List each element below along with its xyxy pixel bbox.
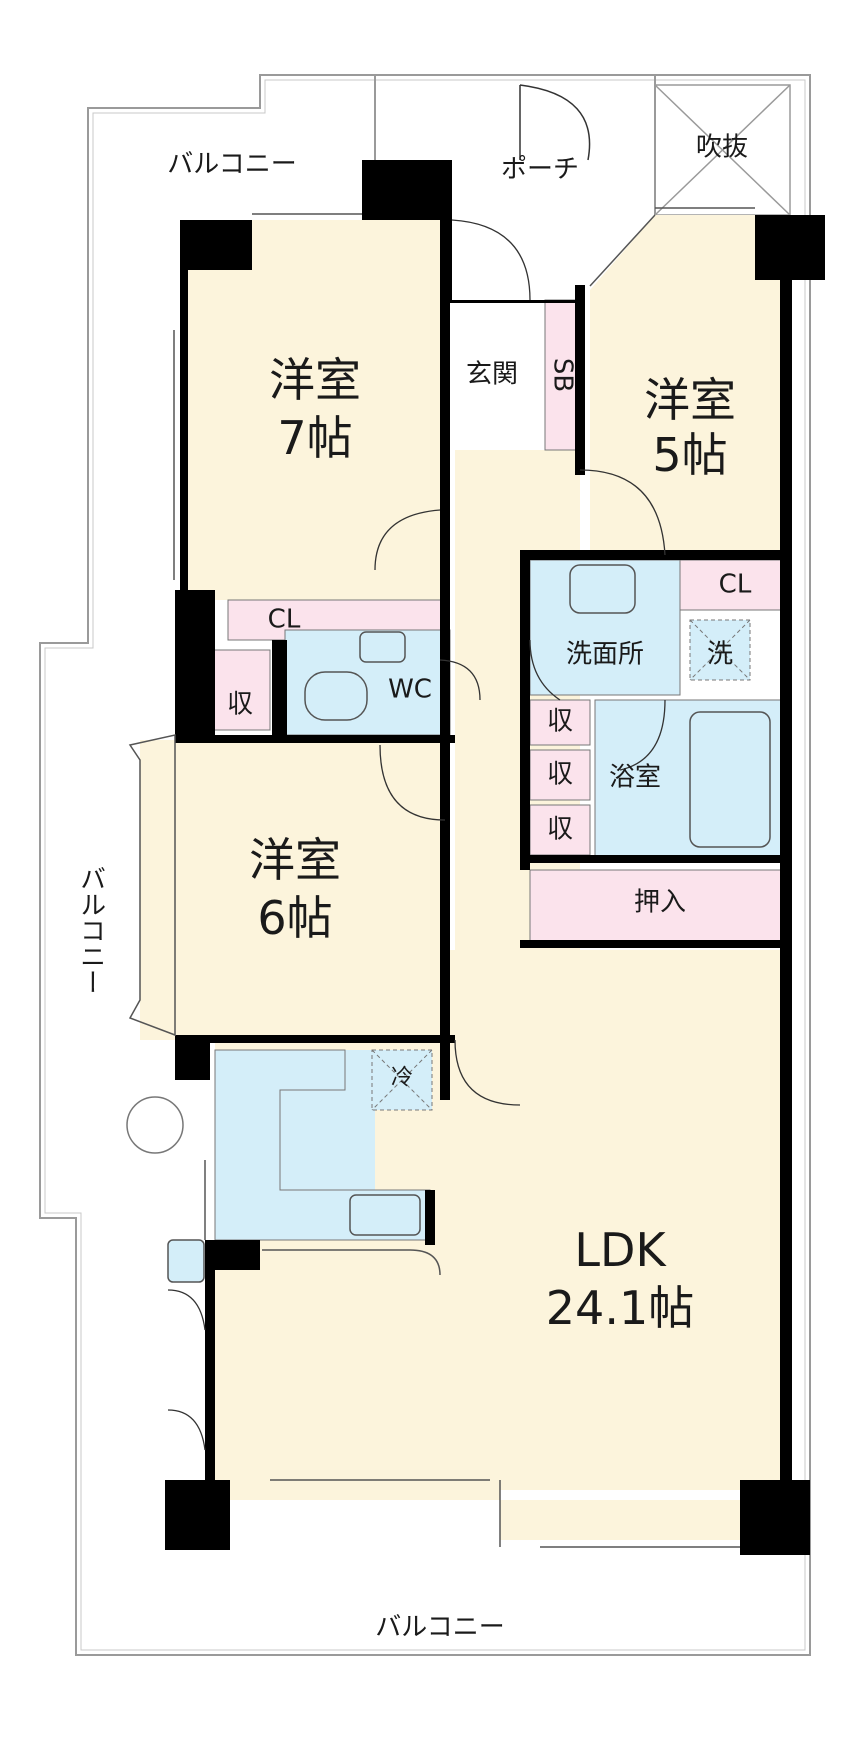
shu-1 (529, 699, 591, 746)
balcony-top-label: バルコニー (167, 149, 297, 180)
balcony-left-label: バルコニー (75, 865, 106, 995)
door-swings (167, 219, 666, 1451)
balcony-bottom-label: バルコニー (375, 1612, 505, 1643)
washer-label: 洗 (706, 639, 734, 670)
room-5jo (590, 215, 790, 560)
shu-left (209, 649, 271, 731)
room-5jo-size: 5帖 (652, 427, 728, 482)
shu-2-label: 収 (546, 759, 574, 790)
sink (349, 1194, 421, 1236)
washbasin (569, 564, 636, 614)
walls (165, 160, 825, 1555)
outdoor-sink (167, 1239, 205, 1283)
cl-right (679, 559, 791, 611)
shu-2 (529, 749, 591, 801)
cl-right-label: CL (718, 569, 752, 600)
ldk-size: 24.1帖 (545, 1280, 695, 1335)
balcony-outline (39, 74, 811, 1656)
genkan-label: 玄関 (465, 359, 519, 390)
oshiire (529, 869, 791, 946)
kitchen-l (214, 1049, 431, 1241)
genkan-floor (455, 300, 545, 450)
room-7jo (180, 220, 448, 600)
porch-label: ポーチ (500, 154, 580, 185)
windows (128, 207, 755, 1548)
toilet (304, 671, 368, 721)
fukinuke-cross (654, 84, 791, 216)
shu-3-label: 収 (546, 814, 574, 845)
ldk-name: LDK (574, 1222, 666, 1277)
bath-label: 浴室 (608, 762, 662, 793)
room-7jo-size: 7帖 (277, 410, 353, 465)
cl-left-label: CL (267, 604, 301, 635)
oshiire-label: 押入 (633, 887, 687, 918)
bathtub (689, 711, 771, 848)
wc-label: WC (388, 674, 432, 705)
fukinuke-label: 吹抜 (695, 132, 749, 163)
room-6jo-size: 6帖 (257, 890, 333, 945)
washroom-label: 洗面所 (565, 639, 645, 670)
room-5jo-name: 洋室 (644, 372, 736, 427)
shu-3 (529, 804, 591, 856)
balcony-outline-inner (44, 79, 806, 1651)
fridge-label: 冷 (390, 1065, 414, 1091)
ldk-bottom (215, 1490, 790, 1540)
shu-left-label: 収 (226, 689, 254, 720)
round-column (126, 1096, 184, 1154)
room-6jo-name: 洋室 (249, 832, 341, 887)
sb-label: SB (547, 357, 578, 393)
counter-edge (262, 1249, 441, 1276)
wc-basin (359, 631, 406, 663)
shu-1-label: 収 (546, 706, 574, 737)
room-7jo-name: 洋室 (269, 352, 361, 407)
